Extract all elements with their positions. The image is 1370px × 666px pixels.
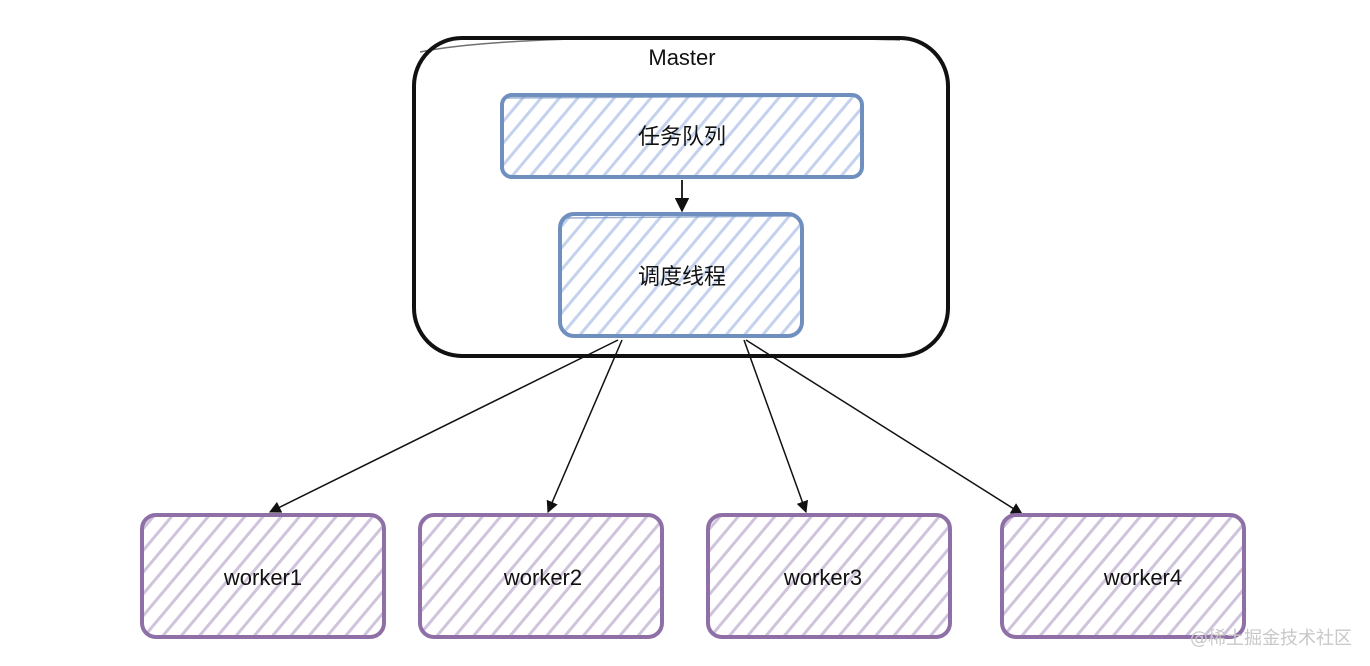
worker-label-4: worker4: [1103, 565, 1182, 590]
worker-label-1: worker1: [223, 565, 302, 590]
worker-box-1: worker1: [140, 513, 386, 639]
worker-label-2: worker2: [503, 565, 582, 590]
arrow-to-worker1: [268, 339, 619, 513]
master-box: Master: [412, 36, 950, 358]
worker-box-2: worker2: [418, 513, 664, 639]
scheduler-box: 调度线程: [558, 212, 804, 338]
worker-box-3: worker3: [706, 513, 952, 639]
master-title: Master: [648, 45, 715, 70]
arrow-to-worker2: [546, 339, 623, 514]
worker-box-4: worker4: [1000, 513, 1246, 639]
task-queue-label: 任务队列: [638, 125, 726, 150]
watermark-text: @稀土掘金技术社区: [1190, 628, 1352, 649]
arrow-to-worker4: [745, 339, 1024, 515]
arrow-to-worker3: [743, 339, 808, 514]
scheduler-label: 调度线程: [638, 265, 726, 290]
worker-label-3: worker3: [783, 565, 862, 590]
task-queue-box: 任务队列: [500, 93, 864, 179]
